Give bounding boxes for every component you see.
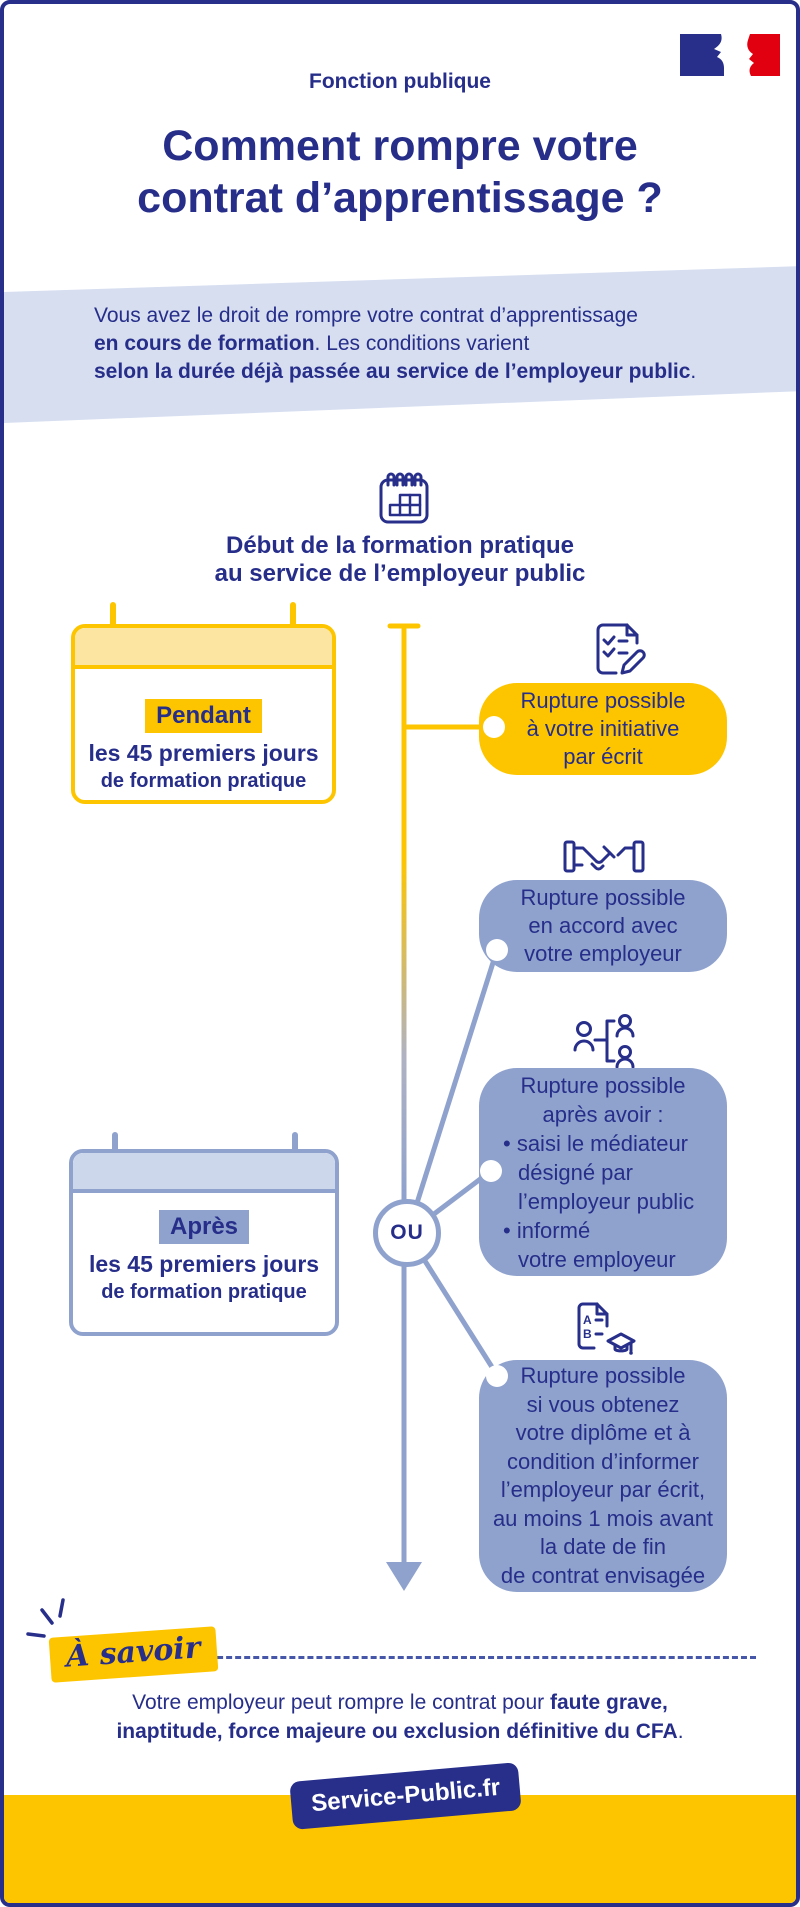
handshake-icon [563,840,645,873]
bubble-line: au moins 1 mois avant [492,1505,714,1531]
bubble-line: Rupture possible [520,688,686,713]
apres-line2: de formation pratique [101,1281,307,1303]
diploma-grades-icon: A B [577,1302,636,1355]
bubble-line: Rupture possible [520,885,686,910]
bubble-rupture-initiative: Rupture possible à votre initiative par … [479,683,727,775]
bubble-line: votre diplôme et à [515,1420,691,1445]
diploma-letter-b: B [583,1327,592,1341]
period-card-pendant: Pendant les 45 premiers jours de formati… [71,602,336,804]
note-line1: Votre employeur peut rompre le contrat p… [132,1691,550,1714]
bubble-line: de contrat envisagée [500,1562,706,1588]
note-line2-bold: inaptitude, force majeure ou exclusion d… [116,1720,678,1743]
page-title-line2: contrat d’apprentissage ? [137,174,663,223]
connector-dot [486,1365,508,1387]
bubble-line: la date de fin [540,1534,666,1559]
diploma-letter-a: A [583,1313,592,1327]
emphasis-rays-icon [26,1598,65,1638]
bubble-bullet: • informé [503,1217,591,1243]
note-line1-bold: faute grave, [550,1691,668,1714]
period-card-apres: Après les 45 premiers jours de formation… [69,1132,339,1336]
pendant-line1: les 45 premiers jours [88,740,319,766]
pendant-line2: de formation pratique [100,770,307,792]
bubble-line: à votre initiative [526,716,680,741]
bubble-bullet-cont: votre employeur [518,1246,676,1272]
connector-dot [486,939,508,961]
intro-line1: Vous avez le droit de rompre votre contr… [94,304,638,327]
calendar-grid-icon [379,472,429,524]
bubble-line: après avoir : [542,1101,664,1127]
intro-text: Vous avez le droit de rompre votre contr… [94,302,696,386]
eyebrow-label: Fonction publique [309,70,491,93]
intro-line3-rest: . [690,360,697,383]
checklist-pencil-icon [596,623,646,675]
bubble-rupture-accord: Rupture possible en accord avec votre em… [479,880,727,972]
bubble-line: votre employeur [524,941,682,966]
bubble-line: condition d’informer [507,1448,699,1474]
page-title: Comment rompre votre contrat d’apprentis… [4,120,796,225]
bubble-rupture-diplome: Rupture possible si vous obtenez votre d… [479,1360,727,1592]
bubble-bullet: • saisi le médiateur [503,1130,689,1156]
connector-dot [483,716,505,738]
bubble-line: Rupture possible [520,1363,686,1388]
bubble-line: en accord avec [528,913,678,938]
bubble-line: l’employeur par écrit, [500,1477,706,1502]
page-title-line1: Comment rompre votre [162,122,638,170]
intro-line2-bold: en cours de formation [94,332,315,355]
intro-line2-rest: . Les conditions varient [314,332,530,355]
timeline-start-line1: Début de la formation pratique [225,532,575,559]
ou-label: OU [390,1221,424,1244]
calendar-header [73,1153,335,1193]
intro-line3-bold: selon la durée déjà passée au service de… [94,360,691,383]
bubble-bullet-cont: l’employeur public [518,1188,695,1214]
bubble-bullet-cont: désigné par [518,1159,633,1185]
bubble-rupture-mediateur: Rupture possible après avoir : • saisi l… [479,1068,727,1276]
bubble-line: Rupture possible [520,1072,686,1098]
timeline-start-heading: Début de la formation pratique au servic… [4,532,796,588]
intro-banner: Vous avez le droit de rompre votre contr… [4,266,796,423]
ou-connector: OU [373,1199,441,1267]
mediator-people-icon [573,1014,635,1069]
apres-line1: les 45 premiers jours [88,1251,320,1277]
footer-note: Votre employeur peut rompre le contrat p… [4,1688,796,1746]
dashed-divider [190,1656,756,1659]
connector-dot [480,1160,502,1182]
timeline-start-line2: au service de l’employeur public [214,560,586,587]
calendar-header [75,628,332,669]
note-line2-rest: . [677,1720,684,1743]
bubble-line: si vous obtenez [526,1391,680,1417]
bubble-line: par écrit [563,744,643,769]
french-republic-flag-icon [680,34,780,76]
apres-highlight: Après [158,1210,250,1244]
pendant-highlight: Pendant [145,699,262,733]
